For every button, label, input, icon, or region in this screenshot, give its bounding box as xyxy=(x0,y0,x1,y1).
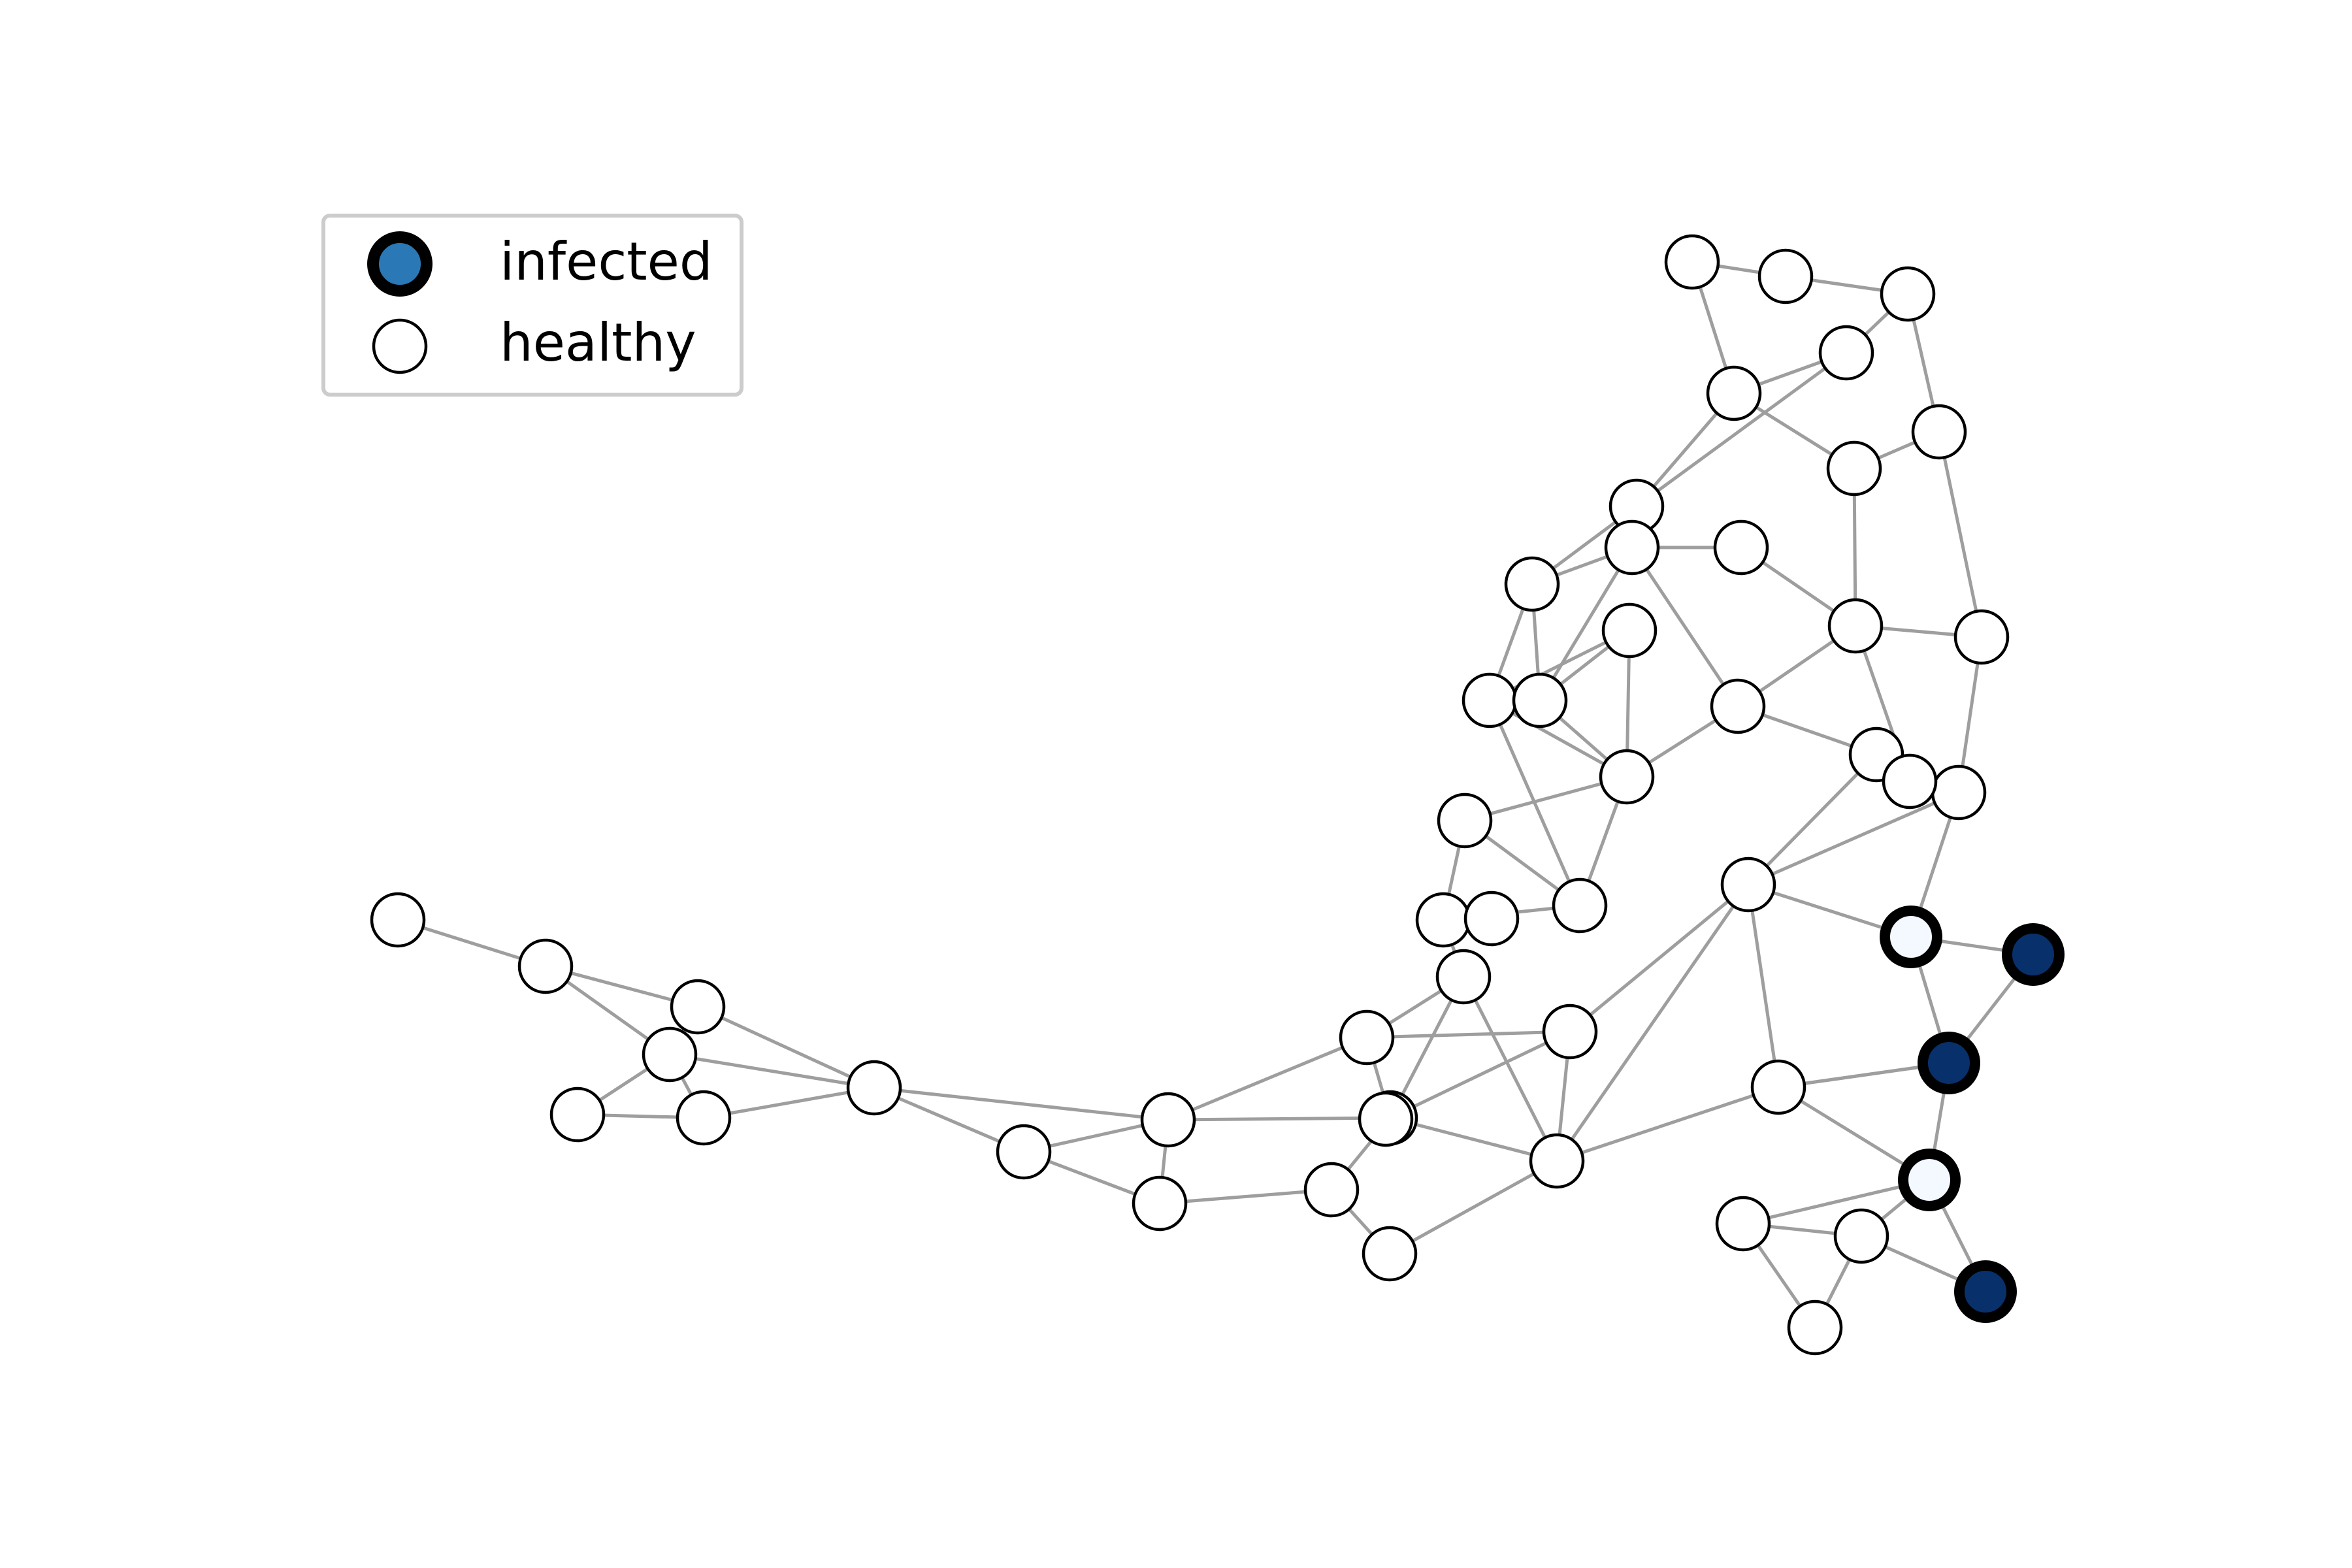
edge xyxy=(1742,1178,1930,1226)
edge xyxy=(1538,546,1634,702)
legend: infected healthy xyxy=(321,214,743,397)
healthy-node xyxy=(1706,365,1762,421)
healthy-node xyxy=(1435,949,1492,1005)
edge xyxy=(1388,1159,1558,1256)
edge xyxy=(1635,351,1848,508)
edge xyxy=(1464,775,1627,823)
edge xyxy=(1555,883,1750,1162)
edge xyxy=(1556,1085,1779,1163)
healthy-node xyxy=(642,1026,698,1083)
healthy-node xyxy=(1303,1162,1360,1218)
healthy-node xyxy=(1362,1226,1418,1282)
healthy-node xyxy=(1463,890,1520,947)
healthy-node xyxy=(1140,1092,1196,1148)
healthy-node xyxy=(1529,1133,1585,1189)
edge xyxy=(1390,1116,1558,1163)
healthy-node xyxy=(846,1060,902,1116)
legend-label-infected: infected xyxy=(500,231,713,292)
healthy-node xyxy=(1604,519,1660,576)
infected-node xyxy=(1954,1260,2017,1323)
edge xyxy=(696,1005,875,1090)
edge xyxy=(1747,791,1960,887)
healthy-node xyxy=(1552,877,1608,934)
edge xyxy=(1168,1036,1367,1122)
edge xyxy=(703,1086,875,1120)
healthy-node xyxy=(1710,678,1766,734)
edge xyxy=(1937,431,1984,638)
healthy-node xyxy=(1664,234,1720,290)
healthy-node xyxy=(1953,609,2010,665)
healthy-node xyxy=(1911,404,1967,460)
healthy-node xyxy=(1826,440,1882,497)
healthy-node xyxy=(1512,672,1568,728)
legend-marker-infected xyxy=(367,231,433,297)
edge xyxy=(1366,1030,1571,1039)
healthy-node xyxy=(1358,1091,1414,1147)
healthy-node xyxy=(1833,1208,1889,1264)
edge xyxy=(874,1086,1169,1122)
healthy-node xyxy=(1504,556,1560,612)
edge xyxy=(1569,883,1750,1033)
healthy-node xyxy=(1599,749,1655,805)
healthy-node xyxy=(1818,325,1874,381)
edge xyxy=(1746,884,1780,1088)
infected-node xyxy=(1880,906,1942,968)
legend-marker-healthy xyxy=(372,318,428,374)
edge xyxy=(1168,1116,1391,1122)
healthy-node xyxy=(1713,519,1769,576)
edge-layer xyxy=(397,260,2034,1329)
infected-node xyxy=(2002,923,2065,986)
edge xyxy=(669,1053,875,1090)
legend-label-healthy: healthy xyxy=(500,312,696,373)
healthy-node xyxy=(1437,792,1493,849)
healthy-node xyxy=(1415,892,1471,948)
healthy-node xyxy=(1720,857,1776,913)
healthy-node xyxy=(1601,602,1658,659)
healthy-node xyxy=(1827,598,1884,654)
edge xyxy=(1747,753,1878,886)
healthy-node xyxy=(676,1090,732,1146)
healthy-node xyxy=(1787,1299,1843,1356)
healthy-node xyxy=(1542,1004,1598,1060)
healthy-node xyxy=(996,1124,1052,1180)
infected-node xyxy=(1918,1032,1980,1094)
edge xyxy=(1462,975,1559,1162)
healthy-node xyxy=(1715,1196,1771,1252)
healthy-node xyxy=(1339,1009,1395,1066)
edge xyxy=(1159,1188,1332,1205)
healthy-node xyxy=(1132,1175,1188,1232)
infected-node xyxy=(1898,1149,1961,1211)
healthy-node xyxy=(1882,753,1938,809)
healthy-node xyxy=(1931,764,1987,821)
healthy-node xyxy=(670,979,726,1035)
healthy-node xyxy=(1880,266,1936,322)
healthy-node xyxy=(549,1086,606,1143)
edge xyxy=(1389,1030,1571,1120)
healthy-node xyxy=(1750,1059,1806,1115)
node-layer xyxy=(370,234,2065,1356)
edge xyxy=(1630,546,1740,708)
healthy-node xyxy=(370,892,426,948)
healthy-node xyxy=(1757,248,1814,304)
healthy-node xyxy=(517,938,574,994)
healthy-node xyxy=(1462,672,1518,728)
